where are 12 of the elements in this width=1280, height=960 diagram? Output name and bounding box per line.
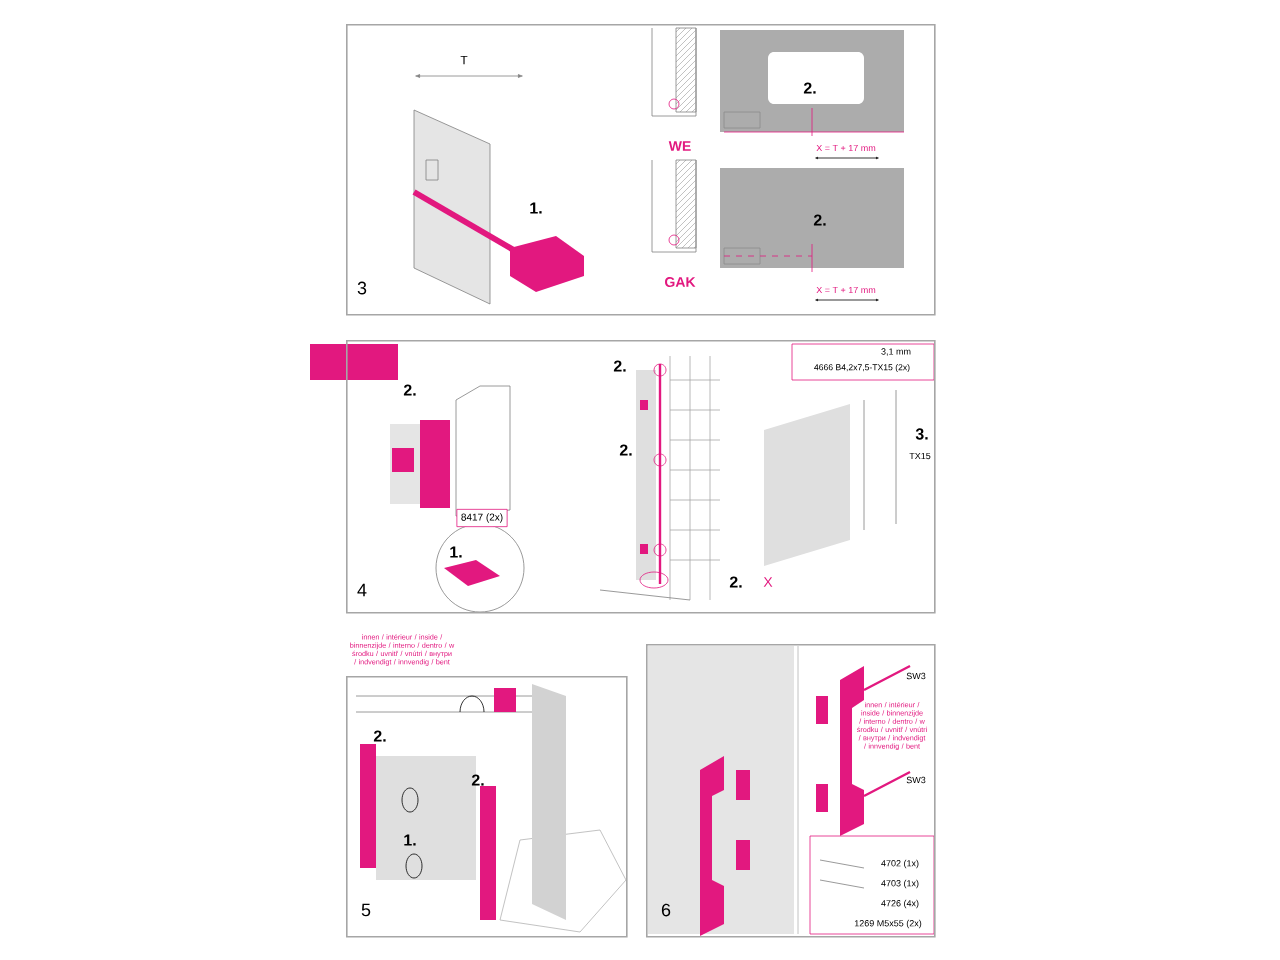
step-number: 2. <box>373 730 386 742</box>
step-number: 1. <box>404 834 416 846</box>
step-number: 2. <box>613 360 626 372</box>
step-number: 2. <box>729 576 742 588</box>
step-number: 1. <box>530 202 542 214</box>
step-number: 2. <box>471 774 484 786</box>
step-number: 2. <box>813 214 826 226</box>
step-number: 2. <box>619 444 632 456</box>
step-number: 3. <box>915 428 928 440</box>
step-number: 2. <box>403 384 416 396</box>
step-number: 1. <box>450 546 462 558</box>
step-number: 2. <box>803 82 816 94</box>
